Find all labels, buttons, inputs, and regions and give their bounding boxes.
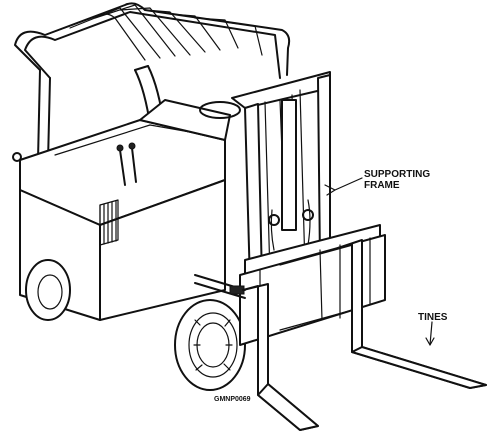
steering-wheel-icon: [199, 101, 241, 119]
tines-leader: [429, 321, 433, 346]
supporting-frame-label: SUPPORTING FRAME: [364, 169, 431, 191]
control-levers: [116, 142, 137, 186]
supporting-frame-arrow: [324, 184, 336, 196]
grille-vents: [99, 199, 119, 246]
wheels: [25, 259, 246, 391]
rear-wheel: [25, 259, 71, 321]
lift-cylinder: [281, 99, 297, 231]
tines: [242, 239, 487, 431]
tines-label: TINES: [418, 312, 448, 323]
light-icon: [12, 152, 22, 162]
tines-arrow: [425, 337, 435, 346]
figure-code: GMNP0069: [214, 396, 251, 403]
supporting-frame-leader: [334, 177, 363, 191]
fork-carriage: [194, 224, 386, 346]
supporting-frame: [231, 71, 331, 284]
truck-body: [12, 99, 241, 321]
